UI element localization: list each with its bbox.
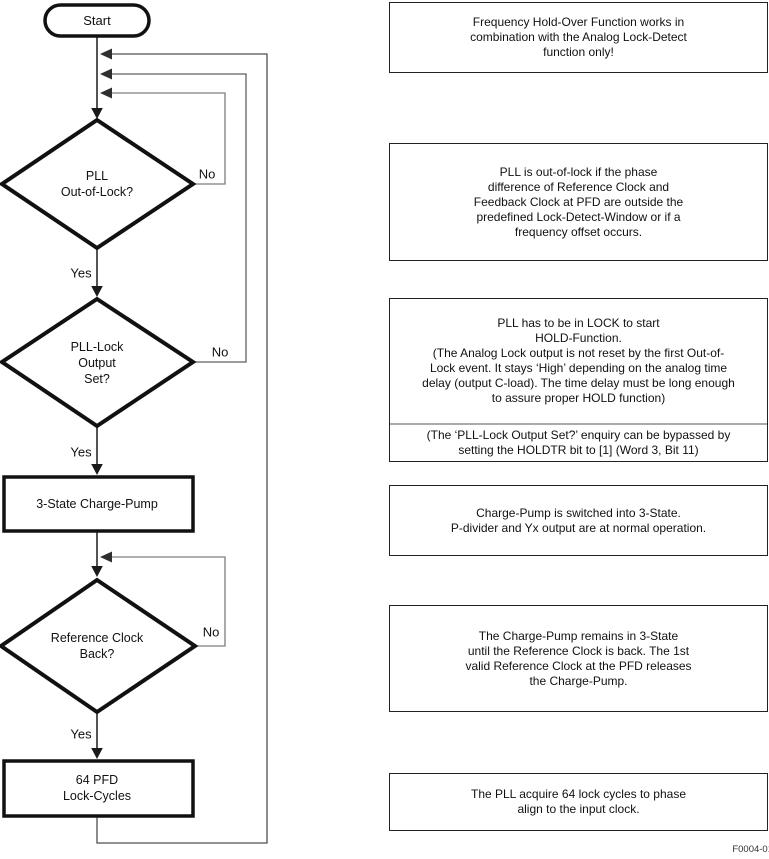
annotation-box-charge-pump-remains: The Charge-Pump remains in 3-State until… xyxy=(389,605,768,712)
annotation-text: Frequency Hold-Over Function works in co… xyxy=(470,15,687,59)
start-node-label: Start xyxy=(83,13,111,28)
decision-shape-pll-out-of-lock xyxy=(0,117,197,251)
decision-reference-clock-back-label: Reference Clock Back? xyxy=(50,631,144,661)
annotation-divider xyxy=(390,423,767,425)
no-label-3: No xyxy=(202,624,220,640)
yes-label-2: Yes xyxy=(70,444,92,460)
no-label-1: No xyxy=(198,166,216,182)
start-shape xyxy=(43,3,151,38)
arrowhead-left-icon xyxy=(100,48,112,60)
annotation-text: The PLL acquire 64 lock cycles to phase … xyxy=(470,787,686,816)
process-3-state-charge-pump-label: 3-State Charge-Pump xyxy=(36,497,158,511)
decision-shape-pll-lock-output-set xyxy=(0,296,197,429)
process-64-pfd-lock-cycles-label: 64 PFD Lock-Cycles xyxy=(62,773,132,803)
arrowhead-left-icon xyxy=(100,87,112,99)
yes-label-1: Yes xyxy=(70,265,92,281)
arrowhead-left-icon xyxy=(100,551,112,563)
arrowhead-down-icon xyxy=(91,108,103,119)
connector-feedback-outer xyxy=(96,53,268,844)
process-shape-3-state-charge-pump xyxy=(2,475,195,533)
arrowhead-down-icon xyxy=(91,566,103,577)
annotation-text: The Charge-Pump remains in 3-State until… xyxy=(465,628,692,688)
process-shape-64-pfd-lock-cycles xyxy=(2,759,195,818)
figure-id: F0004-01 xyxy=(732,844,769,855)
arrowhead-left-icon xyxy=(100,68,112,80)
connector-feedback-inner xyxy=(110,92,226,185)
annotation-box-lock-to-start: PLL has to be in LOCK to start HOLD-Func… xyxy=(389,298,768,462)
connector-feedback-refclock xyxy=(110,556,226,647)
arrowhead-down-icon xyxy=(91,464,103,475)
annotation-box-out-of-lock: PLL is out-of-lock if the phase differen… xyxy=(389,143,768,261)
connector-feedback-middle xyxy=(110,73,247,363)
arrowhead-down-icon xyxy=(91,286,103,297)
decision-shape-reference-clock-back xyxy=(0,577,199,715)
yes-label-3: Yes xyxy=(70,726,92,742)
decision-pll-lock-output-set-label: PLL-Lock Output Set? xyxy=(70,340,124,386)
annotation-text: Charge-Pump is switched into 3-State. P-… xyxy=(450,505,707,535)
annotation-text: PLL is out-of-lock if the phase differen… xyxy=(473,164,684,239)
annotation-box-64-lock-cycles: The PLL acquire 64 lock cycles to phase … xyxy=(389,773,768,831)
annotation-text: PLL has to be in LOCK to start HOLD-Func… xyxy=(422,316,735,405)
decision-pll-out-of-lock-label: PLL Out-of-Lock? xyxy=(60,169,134,199)
arrowhead-down-icon xyxy=(91,748,103,759)
annotation-note: (The ‘PLL-Lock Output Set?’ enquiry can … xyxy=(426,428,731,457)
no-label-2: No xyxy=(211,344,229,360)
annotation-box-charge-pump-3state: Charge-Pump is switched into 3-State. P-… xyxy=(389,485,768,556)
annotation-box-holdover: Frequency Hold-Over Function works in co… xyxy=(389,2,768,73)
